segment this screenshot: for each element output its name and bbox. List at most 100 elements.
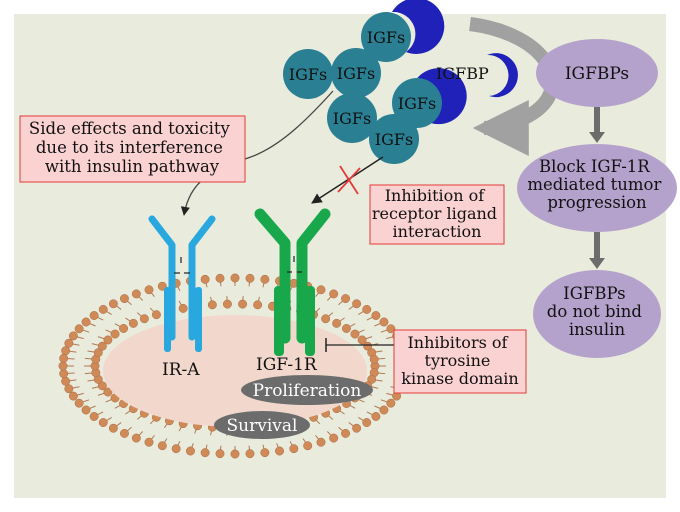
lipid-head: [98, 418, 108, 428]
lipid-head: [332, 318, 342, 328]
lipid-head: [128, 318, 138, 328]
flow-arrowhead: [589, 132, 605, 143]
igf-circle: [327, 93, 377, 143]
svg-text:IGFBPs do not bind ins: IGFBPs do not bind insulin: [547, 284, 647, 339]
lipid-head: [74, 398, 84, 408]
lipid-head: [329, 289, 339, 299]
igfbp-label: IGFBP: [436, 64, 489, 83]
igf-to-ir-a-arrow: [180, 90, 334, 216]
inhibition-line: receptor ligand: [372, 204, 497, 223]
lipid-head: [363, 341, 373, 351]
lipid-head: [61, 376, 71, 386]
lipid-head: [108, 423, 118, 433]
inhibition-callout: Inhibition of receptor ligand interactio…: [369, 184, 505, 245]
igf-circle: [331, 48, 381, 98]
lipid-head: [119, 294, 129, 304]
lipid-head: [103, 335, 113, 345]
no-insulin-line: IGFBPs: [563, 284, 625, 303]
igf-to-igf-1r-arrow: [311, 156, 384, 204]
proliferation-label: Proliferation: [253, 381, 362, 401]
ir-a-receptor: [148, 215, 216, 352]
gray-curved-arrow: [469, 17, 560, 156]
igfbp-crescent: [392, 0, 445, 54]
lipid-head: [260, 448, 270, 458]
lipid-head: [379, 405, 389, 415]
side-effects-line: with insulin pathway: [45, 157, 220, 176]
side-effects-callout: Side effects and toxicity due to its int…: [19, 115, 246, 183]
lipid-head: [357, 335, 367, 345]
lipid-head: [144, 285, 154, 295]
lipid-head: [245, 449, 255, 459]
tyrosine-line: kinase domain: [401, 369, 518, 388]
block-line: progression: [547, 193, 647, 212]
igf-circle: [361, 12, 411, 62]
lipid-head: [139, 314, 149, 324]
lipid-head: [379, 317, 389, 327]
no-insulin-line: insulin: [569, 320, 626, 339]
lipid-head: [151, 310, 161, 320]
lipid-head: [93, 348, 103, 358]
cytoplasm: [103, 315, 367, 427]
igfbp-crescent: [487, 53, 518, 98]
svg-text:Side effects and toxicity: Side effects and toxicity due to its int…: [29, 119, 235, 176]
lipid-head: [367, 374, 377, 384]
lipid-head: [371, 412, 381, 421]
igfbps-label: IGFBPs: [565, 64, 629, 84]
lipid-head: [97, 381, 107, 391]
lipid-head: [119, 428, 129, 438]
lipid-head: [222, 299, 232, 309]
igf-label: IGFs: [337, 64, 375, 83]
lipid-head: [316, 437, 326, 447]
block-line: Block IGF-1R: [539, 157, 650, 176]
lipid-head: [59, 369, 69, 379]
igf-label: IGFs: [289, 65, 327, 84]
lipid-head: [238, 299, 248, 309]
lipid-head: [144, 437, 154, 447]
flow-arrowhead: [589, 258, 605, 269]
proliferation-ellipse: [241, 375, 373, 405]
lipid-head: [59, 353, 69, 363]
lipid-head: [64, 384, 74, 394]
lipid-head: [108, 299, 118, 309]
lipid-head: [362, 304, 372, 314]
lipid-head: [200, 448, 210, 458]
survival-ellipse: [214, 411, 310, 439]
lipid-head: [386, 398, 396, 408]
lipid-head: [352, 299, 362, 309]
lipid-head: [253, 300, 263, 310]
svg-text:Inhibition of receptor l: Inhibition of receptor ligand interactio…: [372, 186, 502, 241]
side-effects-line: Side effects and toxicity: [29, 119, 231, 138]
lipid-head: [352, 423, 362, 433]
lipid-head: [275, 446, 284, 456]
igf-label: IGFs: [375, 130, 413, 149]
lipid-head: [215, 273, 225, 283]
lipid-head: [61, 346, 71, 356]
lipid-head: [230, 449, 240, 459]
igf-complex: IGFs IGFs IGFs IGFs IGFs IGFs: [283, 0, 518, 164]
lipid-head: [362, 418, 372, 428]
lipid-head: [341, 294, 351, 304]
lipid-head: [157, 441, 167, 451]
lipid-head: [103, 387, 113, 397]
igf-label: IGFs: [367, 28, 405, 47]
igf-circle: [369, 114, 419, 164]
lipid-head: [74, 324, 84, 334]
lipid-head: [131, 433, 141, 443]
lipid-head: [64, 338, 74, 348]
lipid-head: [89, 311, 99, 320]
lipid-head: [157, 281, 167, 291]
lipid-head: [386, 324, 396, 334]
lipid-head: [81, 317, 91, 327]
survival-label: Survival: [227, 416, 298, 436]
inhibition-line: interaction: [393, 222, 482, 241]
lipid-head: [68, 391, 78, 401]
lipid-head: [350, 329, 360, 339]
block-ellipse: [517, 144, 677, 232]
igf-label: IGFs: [398, 94, 436, 113]
lipid-head: [230, 273, 240, 283]
inhibition-line: Inhibition of: [385, 186, 486, 205]
ir-a-label: IR-A: [162, 360, 200, 380]
lipid-head: [178, 303, 188, 313]
igf-label: IGFs: [333, 109, 371, 128]
